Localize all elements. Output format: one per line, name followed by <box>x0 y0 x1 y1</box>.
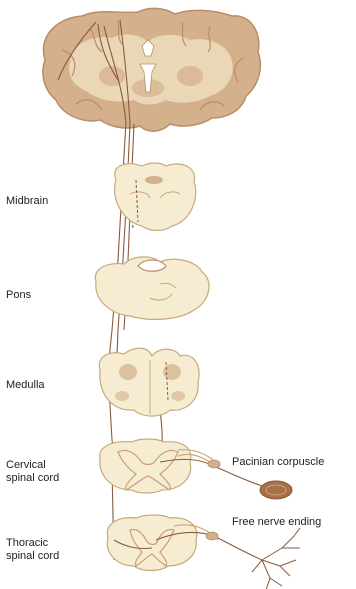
nerve-branch <box>280 566 290 576</box>
olive-left <box>115 391 129 401</box>
cervical-cord-outline <box>100 439 191 493</box>
cerebral-aqueduct <box>145 176 163 184</box>
pons-section <box>95 257 209 319</box>
label-free-nerve-ending: Free nerve ending <box>232 516 321 529</box>
label-midbrain: Midbrain <box>6 195 48 208</box>
nerve-branch <box>270 578 282 586</box>
pacinian-corpuscle-icon <box>260 481 292 499</box>
label-cervical-line2: spinal cord <box>6 472 59 485</box>
midbrain-section <box>115 163 196 231</box>
medulla-outline <box>99 348 199 416</box>
basal-ganglia-right <box>177 66 203 86</box>
brain-coronal-section <box>43 8 260 131</box>
label-pons: Pons <box>6 289 31 302</box>
thoracic-cord-outline <box>107 515 196 571</box>
medulla-section <box>99 348 199 416</box>
label-medulla: Medulla <box>6 379 45 392</box>
label-cervical-line1: Cervical <box>6 459 59 472</box>
nerve-branch <box>252 560 262 572</box>
medulla-nucleus-left <box>119 364 137 380</box>
label-thoracic-line2: spinal cord <box>6 550 59 563</box>
label-cervical-spinal-cord: Cervical spinal cord <box>6 459 59 485</box>
label-thoracic-spinal-cord: Thoracic spinal cord <box>6 537 59 563</box>
nerve-branch <box>262 560 296 566</box>
olive-right <box>171 391 185 401</box>
label-pacinian-corpuscle: Pacinian corpuscle <box>232 456 324 469</box>
label-thoracic-line1: Thoracic <box>6 537 59 550</box>
dorsal-root-ganglion-thoracic <box>206 532 218 540</box>
fourth-ventricle <box>138 260 166 271</box>
nerve-branch <box>262 560 270 589</box>
medulla-nucleus-right <box>163 364 181 380</box>
nerve-branch <box>294 528 300 536</box>
cervical-cord-section <box>100 439 210 493</box>
midbrain-outline <box>115 163 196 231</box>
dorsal-root-ganglion-cervical <box>208 460 220 468</box>
thoracic-cord-section <box>107 515 196 571</box>
